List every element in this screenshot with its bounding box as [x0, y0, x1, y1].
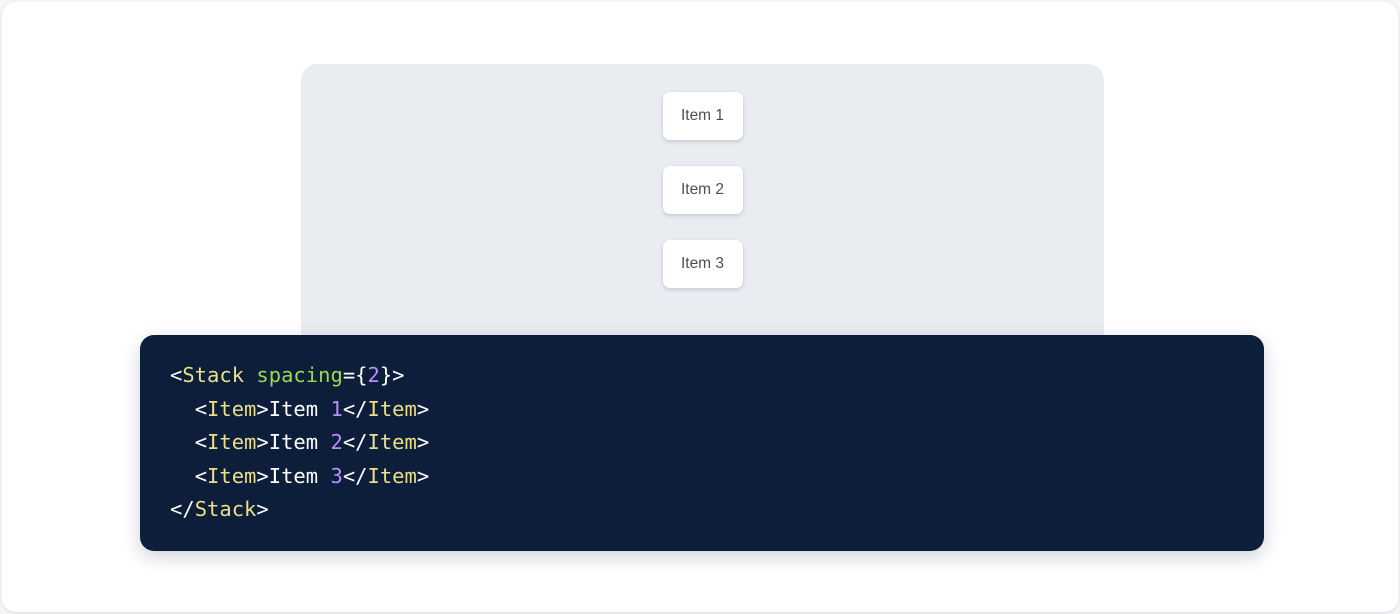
code-snippet-block: <Stack spacing={2}> <Item>Item 1</Item> … [140, 335, 1264, 551]
code-token-tag: Item [207, 463, 257, 488]
code-indent [170, 430, 195, 454]
code-token-tag: Item [367, 396, 417, 421]
code-indent [170, 464, 195, 488]
code-snippet-text: <Stack spacing={2}> <Item>Item 1</Item> … [170, 359, 1264, 527]
code-token-punct: < [194, 463, 208, 488]
code-token-tag: Stack [194, 497, 257, 522]
code-token-punct: > [416, 396, 430, 421]
code-token-attr: spacing [256, 363, 343, 387]
code-line: </Stack> [170, 493, 1264, 527]
stack-item[interactable]: Item 1 [662, 92, 743, 140]
component-preview-panel: Item 1 Item 2 Item 3 [301, 64, 1104, 364]
code-line: <Item>Item 2</Item> [170, 426, 1264, 460]
code-token-punct: </ [342, 396, 368, 421]
stack-item-label: Item 1 [680, 107, 725, 124]
code-token-punct: </ [342, 463, 368, 488]
code-token-punct: > [256, 430, 269, 455]
code-indent [170, 397, 195, 421]
stack-item[interactable]: Item 3 [662, 240, 743, 288]
code-token-tag: Item [367, 430, 417, 455]
code-token-num: 2 [330, 430, 343, 455]
code-token-punct: > [416, 463, 430, 488]
code-token-num: 3 [330, 463, 343, 488]
code-token-punct: > [256, 497, 269, 522]
code-token-punct: < [170, 363, 183, 387]
code-token-punct [244, 363, 256, 387]
stack-item-label: Item 2 [680, 181, 725, 198]
code-line: <Stack spacing={2}> [170, 359, 1264, 393]
code-token-num: 1 [330, 396, 343, 421]
code-line: <Item>Item 1</Item> [170, 393, 1264, 427]
code-token-punct: > [256, 396, 269, 421]
code-token-punct: </ [342, 430, 368, 455]
code-token-text: Item [268, 463, 331, 488]
code-token-punct: > [416, 430, 430, 455]
code-token-punct: </ [170, 497, 195, 522]
code-token-text: Item [268, 396, 331, 421]
code-token-tag: Stack [182, 363, 245, 387]
code-line: <Item>Item 3</Item> [170, 460, 1264, 494]
code-token-tag: Item [367, 463, 417, 488]
code-token-num: 2 [367, 363, 380, 387]
code-token-punct: < [194, 396, 208, 421]
code-token-text: Item [268, 430, 331, 455]
code-token-tag: Item [207, 430, 257, 455]
code-token-punct: > [256, 463, 269, 488]
stack-container: Item 1 Item 2 Item 3 [662, 92, 743, 288]
code-token-tag: Item [207, 396, 257, 421]
stack-item-label: Item 3 [680, 255, 725, 272]
stack-item[interactable]: Item 2 [662, 166, 743, 214]
code-token-punct: < [194, 430, 208, 455]
code-token-punct: }> [379, 363, 405, 387]
code-token-punct: ={ [342, 363, 368, 387]
